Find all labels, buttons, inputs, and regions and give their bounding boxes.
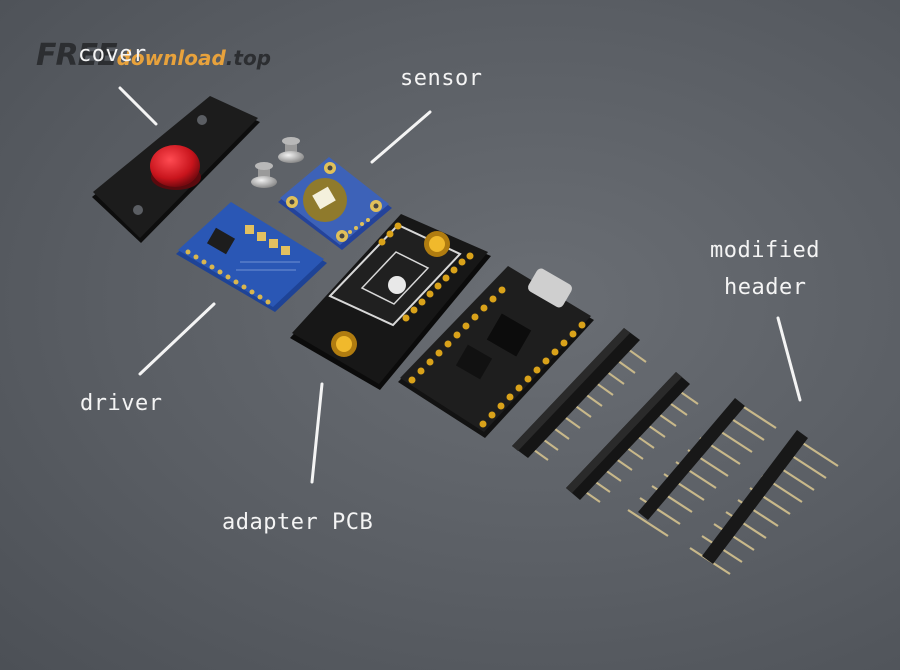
male-header-2 — [689, 430, 839, 575]
adapter-pcb-label: adapter PCB — [222, 510, 374, 535]
sensor-label: sensor — [400, 66, 483, 91]
watermark-part1: FREE — [36, 38, 118, 73]
red-button — [150, 145, 200, 187]
watermark-part3: .top — [225, 46, 271, 70]
cover-plate — [92, 96, 260, 243]
adapter-pcb — [290, 214, 491, 390]
driver-board — [176, 202, 327, 312]
male-header-1 — [627, 398, 777, 537]
driver-pointer — [138, 302, 216, 376]
callout-lines — [118, 86, 802, 484]
microcontroller-board — [398, 266, 594, 438]
sensor-pointer — [370, 110, 432, 164]
sensor-board — [278, 157, 392, 250]
female-header-2 — [566, 372, 699, 503]
screws — [251, 137, 304, 188]
modified-header-label-line1: modified — [710, 238, 820, 263]
female-header-1 — [512, 328, 647, 461]
usb-c-connector — [528, 268, 572, 308]
modified-header-pointer — [776, 316, 802, 402]
watermark: FREEdownload.top — [36, 38, 271, 73]
cover-label: cover — [78, 42, 147, 67]
modified-header-label-line2: header — [724, 275, 807, 300]
watermark-part2: download — [116, 46, 226, 70]
adapter-pcb-pointer — [310, 382, 324, 484]
cover-pointer — [118, 86, 158, 126]
driver-label: driver — [80, 391, 163, 416]
